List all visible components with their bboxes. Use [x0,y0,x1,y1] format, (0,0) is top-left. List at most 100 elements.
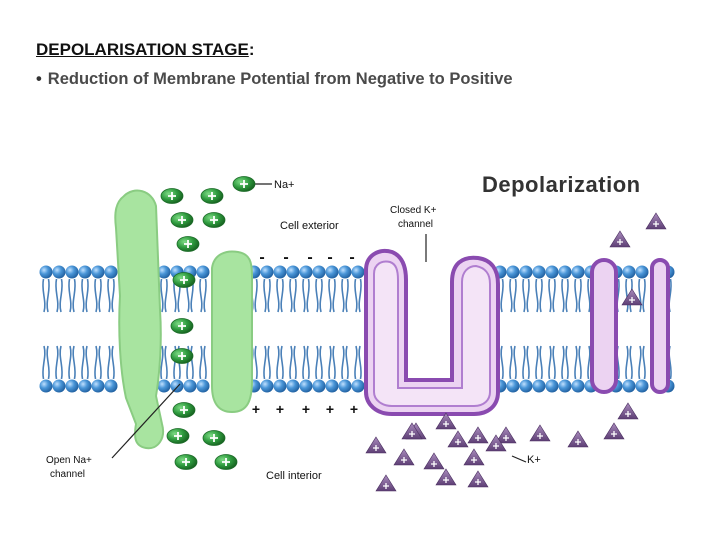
exterior-charge-minus: - [283,249,288,266]
na-ion [176,236,200,252]
closed-k-channel-right [590,258,670,394]
phospholipid [78,345,92,393]
closed-k-label-line2: channel [398,219,433,230]
phospholipid [351,345,365,393]
na-ion [232,176,256,192]
k-ion [447,430,469,448]
k-ion [375,474,397,492]
phospholipid [91,265,105,313]
k-ion [621,288,643,306]
bullet-text: Reduction of Membrane Potential from Neg… [47,70,513,88]
cell-exterior-label: Cell exterior [280,220,339,232]
phospholipid [635,265,649,313]
phospholipid [558,345,572,393]
open-na-leader [111,383,181,459]
slide-title: DEPOLARISATION STAGE: [36,40,255,60]
k-ion [485,434,507,452]
na-ion [214,454,238,470]
k-ion [645,212,667,230]
open-na-channel-right [211,250,253,414]
phospholipid [52,265,66,313]
phospholipid [260,265,274,313]
interior-charge-plus: + [302,401,310,417]
phospholipid [351,265,365,313]
phospholipid [312,345,326,393]
interior-charge-plus: + [326,401,334,417]
k-ion [567,430,589,448]
k-label-leader [511,455,527,463]
phospholipid [157,265,171,313]
phospholipid [312,265,326,313]
na-ion [166,428,190,444]
na-ion [202,212,226,228]
phospholipid [65,345,79,393]
k-ion [467,426,489,444]
phospholipid [571,345,585,393]
k-ion [609,230,631,248]
k-ion [435,412,457,430]
bullet-marker: • [36,70,42,88]
exterior-charge-minus: - [349,249,354,266]
phospholipid [622,345,636,393]
phospholipid [506,265,520,313]
na-ion [160,188,184,204]
phospholipid [558,265,572,313]
phospholipid [545,265,559,313]
phospholipid [273,345,287,393]
closed-k-channel-left [364,249,500,416]
phospholipid [196,345,210,393]
na-ion [170,318,194,334]
phospholipid [545,345,559,393]
na-ion [174,454,198,470]
k-ion [463,448,485,466]
k-ion [365,436,387,454]
interior-charge-plus: + [252,401,260,417]
open-na-channel-left [114,189,164,450]
membrane-charges: -----+++++ [252,249,358,417]
phospholipid [273,265,287,313]
k-ion [617,402,639,420]
phospholipid [52,345,66,393]
phospholipid [338,345,352,393]
open-na-label-line1: Open Na+ [46,455,92,466]
phospholipid [104,345,118,393]
phospholipid [39,345,53,393]
k-ion-label: K+ [527,454,541,466]
k-ion [435,468,457,486]
phospholipid [338,265,352,313]
phospholipid [260,345,274,393]
bullet-point: • Reduction of Membrane Potential from Ne… [36,70,513,89]
na-ion-label: Na+ [274,179,295,191]
na-ion [170,212,194,228]
phospholipid [299,265,313,313]
k-ion [423,452,445,470]
k-ion [467,470,489,488]
interior-charge-plus: + [350,401,358,417]
diagram-heading: Depolarization [482,172,641,197]
phospholipid [325,265,339,313]
exterior-charge-minus: - [307,249,312,266]
k-ion [495,426,517,444]
phospholipid [104,265,118,313]
k-ion [401,422,423,440]
phospholipid [196,265,210,313]
phospholipid [78,265,92,313]
phospholipid [157,345,171,393]
na-ion [202,430,226,446]
exterior-charge-minus: - [327,249,332,266]
phospholipid [299,345,313,393]
exterior-charge-minus: - [259,249,264,266]
phospholipid [506,345,520,393]
na-ion [170,348,194,364]
phospholipid [571,265,585,313]
phospholipid [635,345,649,393]
k-ion [393,448,415,466]
phospholipid [519,345,533,393]
closed-k-label-line1: Closed K+ [390,205,437,216]
na-ion [200,188,224,204]
slide-title-colon: : [248,40,255,59]
interior-charge-plus: + [276,401,284,417]
phospholipid [91,345,105,393]
phospholipid [519,265,533,313]
